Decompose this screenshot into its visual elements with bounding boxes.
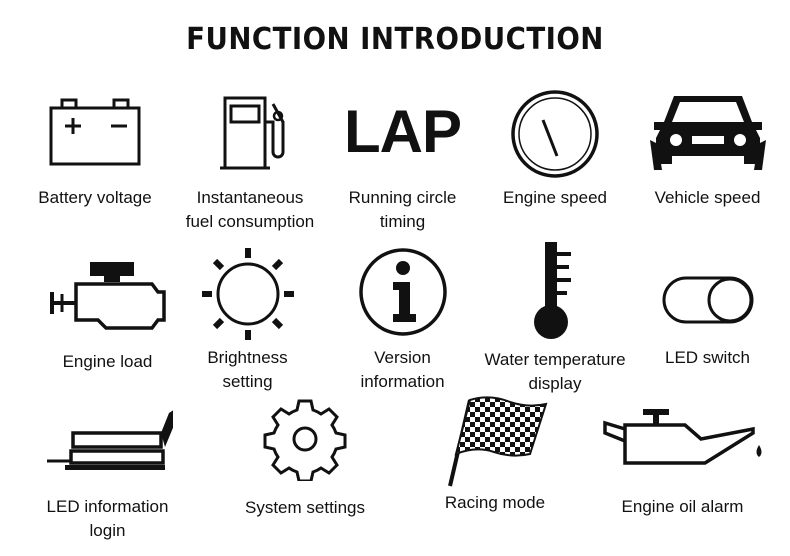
item-label: Engine load xyxy=(62,352,153,371)
seat-icon xyxy=(46,410,173,470)
oil-can-icon xyxy=(602,409,761,465)
item-label: Instantaneous fuel consumption xyxy=(185,188,315,231)
item-engine-oil-alarm: Engine oil alarm xyxy=(595,405,770,519)
car-front-icon xyxy=(649,96,766,170)
item-label: LED information login xyxy=(46,497,169,540)
item-engine-speed: Engine speed xyxy=(475,86,635,210)
item-label: Engine speed xyxy=(503,188,607,207)
item-label: Battery voltage xyxy=(38,188,152,207)
item-label: Vehicle speed xyxy=(654,188,761,207)
item-version-information: Version information xyxy=(330,246,475,394)
item-vehicle-speed: Vehicle speed xyxy=(630,92,785,210)
engine-icon xyxy=(49,262,166,330)
item-water-temperature-display: Water temperature display xyxy=(470,240,640,396)
page-title: FUNCTION INTRODUCTION xyxy=(186,22,604,57)
toggle-icon xyxy=(662,276,753,324)
item-led-information-login: LED information login xyxy=(30,405,185,543)
item-label: Version information xyxy=(360,348,445,391)
sun-icon xyxy=(201,248,294,340)
item-led-switch: LED switch xyxy=(630,270,785,370)
item-label: Water temperature display xyxy=(484,350,626,393)
item-racing-mode: Racing mode xyxy=(420,392,570,515)
item-label: LED switch xyxy=(664,348,751,367)
item-label: Brightness setting xyxy=(207,348,288,391)
item-engine-load: Engine load xyxy=(30,258,185,374)
checkered-flag-icon xyxy=(448,396,548,487)
thermometer-icon xyxy=(534,242,571,339)
item-label: Racing mode xyxy=(444,493,546,512)
fuel-pump-icon xyxy=(220,96,285,170)
item-label: System settings xyxy=(245,498,365,517)
item-label: Engine oil alarm xyxy=(621,497,744,516)
lap-text-icon: LAP xyxy=(344,98,462,165)
item-running-circle-timing: LAP Running circle timing xyxy=(330,92,475,234)
gear-icon xyxy=(263,399,347,481)
item-system-settings: System settings xyxy=(225,397,385,520)
gauge-icon xyxy=(511,90,599,178)
item-battery-voltage: Battery voltage xyxy=(20,92,170,210)
item-label: Running circle timing xyxy=(348,188,457,231)
item-brightness-setting: Brightness setting xyxy=(185,246,310,394)
battery-icon xyxy=(49,98,141,166)
info-icon xyxy=(358,248,447,336)
item-instantaneous-fuel-consumption: Instantaneous fuel consumption xyxy=(170,92,330,234)
